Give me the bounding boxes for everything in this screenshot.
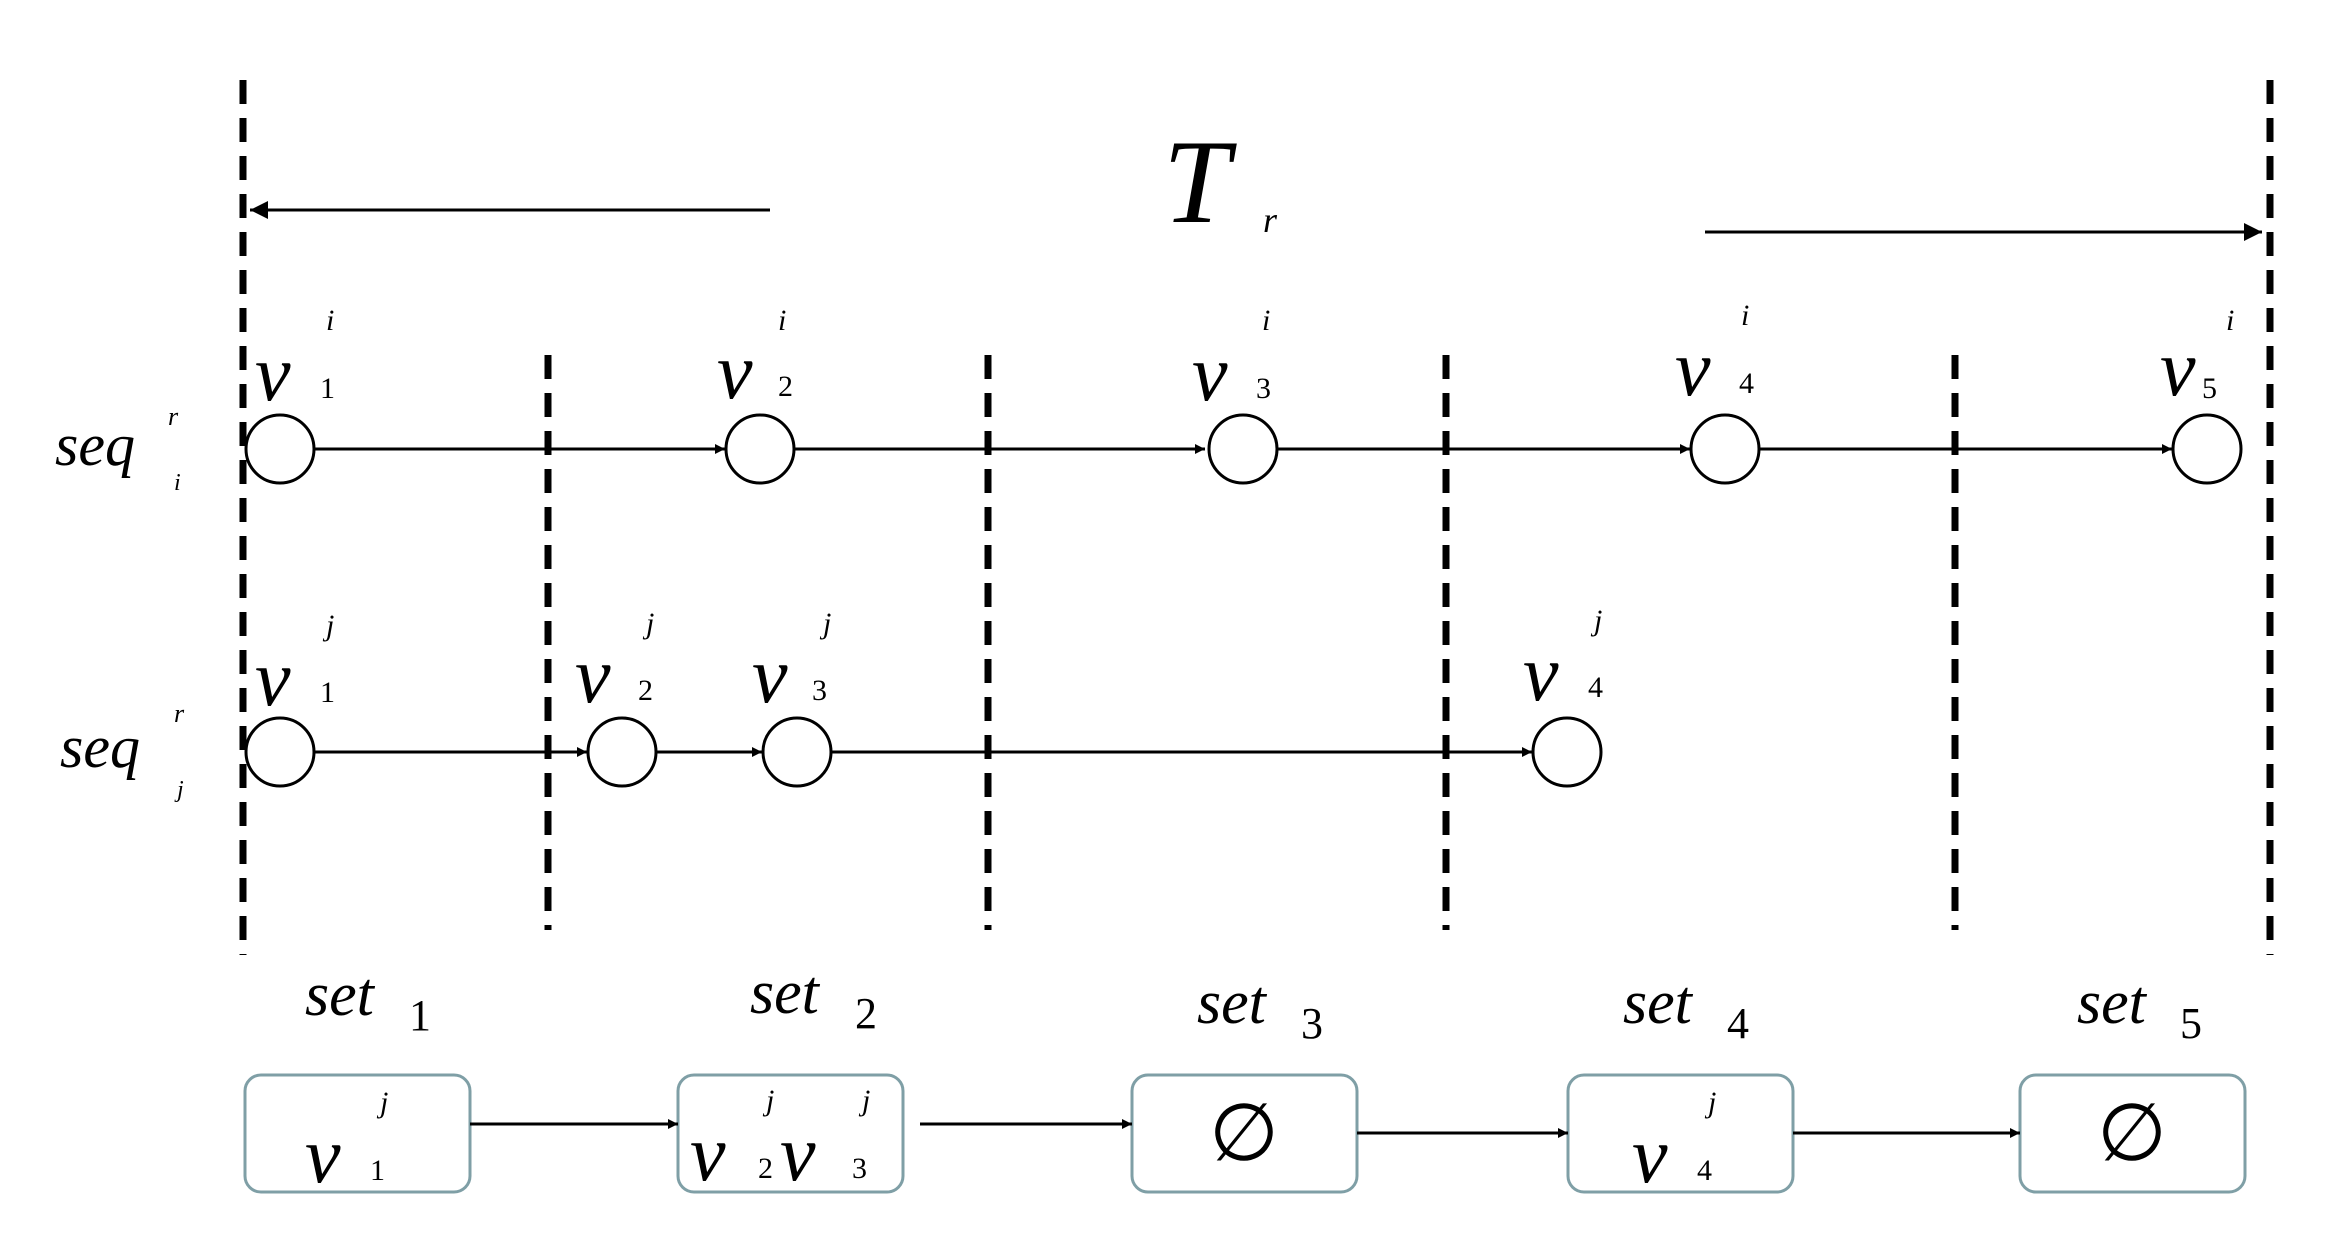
label-sub: 4: [1588, 671, 1603, 704]
set-1-content: v j 1: [305, 1086, 388, 1200]
seq-i-node-1: [244, 413, 316, 485]
label-sup: j: [1590, 604, 1602, 637]
seq-j-node-1-label: v j 1: [255, 609, 335, 723]
empty-set-symbol: ∅: [1209, 1090, 1279, 1178]
label-sub: 4: [1739, 367, 1754, 400]
seq-i-label-sup: r: [168, 402, 179, 431]
set-sub: 5: [2180, 999, 2202, 1048]
set-base: set: [2077, 969, 2148, 1037]
label-sup: j: [376, 1086, 388, 1119]
label-sub: 1: [320, 372, 335, 405]
label-sup: j: [642, 607, 654, 640]
seq-j-node-2-label: v j 2: [575, 607, 654, 720]
label-sub: 1: [370, 1154, 385, 1187]
label-sub: 3: [852, 1152, 867, 1185]
label-sup: i: [326, 304, 334, 337]
label-name: v: [255, 330, 291, 418]
set-5-heading: set 5: [2077, 969, 2202, 1048]
set-1-box: [243, 1073, 472, 1194]
set-4-box: [1566, 1073, 1795, 1194]
seq-i-label-base: seq: [55, 412, 135, 478]
set-2-heading: set 2: [750, 959, 877, 1038]
seq-j-label-sub: j: [174, 777, 184, 803]
seq-i-node-3-label: v i 3: [1192, 304, 1271, 418]
set-2-box: [676, 1073, 905, 1194]
label-sup: i: [2226, 304, 2234, 337]
seq-j-label-sup: r: [174, 699, 185, 728]
label-sup: j: [819, 607, 831, 640]
set-2-content: v j 2 v j 3: [690, 1084, 870, 1198]
seq-i-node-2-label: v i 2: [717, 304, 793, 416]
set-base: set: [1197, 969, 1268, 1037]
set-4-heading: set 4: [1623, 969, 1749, 1048]
seq-j-label: seq r j: [60, 699, 185, 803]
seq-j-node-1: [244, 716, 316, 788]
seq-i-label-sub: i: [174, 470, 181, 496]
label-name: v: [1523, 630, 1559, 718]
seq-i-node-1-label: v i 1: [255, 304, 335, 418]
label-sup: j: [858, 1084, 870, 1117]
set-sub: 4: [1727, 999, 1749, 1048]
label-name: v: [1632, 1112, 1668, 1200]
seq-i-node-5: [2171, 413, 2243, 485]
label-sub: 2: [778, 370, 793, 403]
label-name: v: [305, 1112, 341, 1200]
label-sub: 5: [2202, 372, 2217, 405]
label-sub: 4: [1697, 1154, 1712, 1187]
period-label-main: T: [1163, 115, 1237, 248]
seq-j-node-3: [761, 716, 833, 788]
set-sub: 2: [855, 989, 877, 1038]
label-name: v: [690, 1110, 726, 1198]
period-label: T r: [1163, 115, 1278, 248]
label-sub: 1: [320, 676, 335, 709]
seq-j-node-3-label: v j 3: [752, 607, 831, 720]
label-name: v: [2160, 325, 2196, 413]
seq-i-label: seq r i: [55, 402, 181, 496]
seq-i-node-2: [724, 413, 796, 485]
label-sup: j: [322, 609, 334, 642]
set-base: set: [1623, 969, 1694, 1037]
label-sup: i: [1262, 304, 1270, 337]
label-name: v: [780, 1110, 816, 1198]
seq-j-node-4-label: v j 4: [1523, 604, 1603, 718]
set-5-content: ∅: [2097, 1090, 2167, 1178]
seq-i-node-4-label: v i 4: [1675, 299, 1754, 413]
label-sup: j: [762, 1084, 774, 1117]
seq-j-node-4: [1531, 716, 1603, 788]
label-name: v: [1675, 325, 1711, 413]
label-name: v: [575, 632, 611, 720]
label-name: v: [1192, 330, 1228, 418]
set-base: set: [305, 961, 376, 1029]
label-name: v: [255, 635, 291, 723]
label-sub: 3: [1256, 372, 1271, 405]
set-sub: 1: [409, 991, 431, 1040]
seq-j-label-base: seq: [60, 714, 140, 780]
period-label-sub: r: [1263, 200, 1278, 240]
label-sup: i: [778, 304, 786, 337]
label-sub: 2: [638, 674, 653, 707]
set-4-content: v j 4: [1632, 1086, 1716, 1200]
label-sub: 3: [812, 674, 827, 707]
set-3-heading: set 3: [1197, 969, 1323, 1048]
label-sup: i: [1741, 299, 1749, 332]
set-base: set: [750, 959, 821, 1027]
set-sub: 3: [1301, 999, 1323, 1048]
label-sub: 2: [758, 1152, 773, 1185]
seq-j-node-2: [586, 716, 658, 788]
seq-i-node-4: [1689, 413, 1761, 485]
label-name: v: [717, 328, 753, 416]
seq-i-node-5-label: v i 5: [2160, 304, 2234, 413]
seq-i-node-3: [1207, 413, 1279, 485]
label-sup: j: [1704, 1086, 1716, 1119]
label-name: v: [752, 632, 788, 720]
set-3-content: ∅: [1209, 1090, 1279, 1178]
empty-set-symbol: ∅: [2097, 1090, 2167, 1178]
set-1-heading: set 1: [305, 961, 431, 1040]
